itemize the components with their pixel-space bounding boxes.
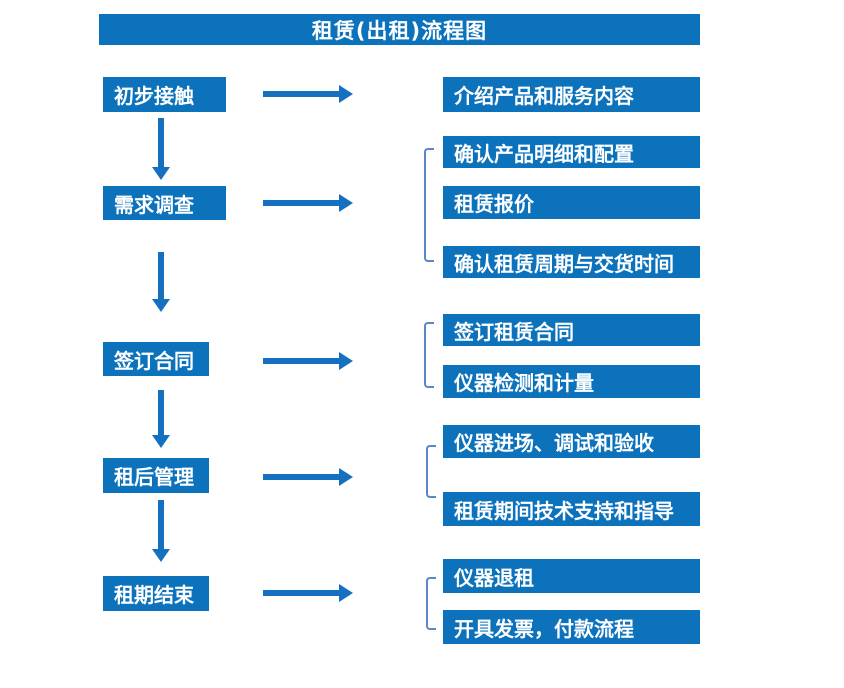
down-arrow-4 [152, 500, 170, 562]
output-box-introduce-products: 介绍产品和服务内容 [443, 77, 700, 112]
right-arrow-1 [263, 85, 353, 103]
arrow-head [339, 85, 353, 103]
arrow-head [339, 584, 353, 602]
arrow-shaft [263, 200, 341, 206]
output-box-sign-rental-contract: 签订租赁合同 [443, 314, 700, 346]
bracket-demand-survey [424, 148, 434, 262]
output-box-invoice-payment: 开具发票，付款流程 [443, 610, 700, 644]
arrow-shaft [263, 91, 341, 97]
right-arrow-4 [263, 468, 353, 486]
arrow-shaft [158, 252, 164, 301]
output-box-instrument-testing: 仪器检测和计量 [443, 365, 700, 398]
right-arrow-2 [263, 194, 353, 212]
output-box-rental-quote: 租赁报价 [443, 186, 700, 219]
arrow-shaft [263, 474, 341, 480]
arrow-head [339, 194, 353, 212]
down-arrow-1 [152, 118, 170, 180]
stage-box-post-rental-management: 租后管理 [103, 458, 209, 493]
stage-box-sign-contract: 签订合同 [103, 342, 209, 376]
arrow-head [152, 299, 170, 312]
arrow-head [339, 352, 353, 370]
arrow-head [339, 468, 353, 486]
arrow-head [152, 167, 170, 180]
output-box-instrument-arrival: 仪器进场、调试和验收 [443, 425, 700, 458]
output-box-confirm-product-details: 确认产品明细和配置 [443, 136, 700, 168]
bracket-rental-end [426, 577, 436, 630]
bracket-sign-contract [424, 322, 434, 388]
arrow-shaft [263, 358, 341, 364]
stage-box-rental-end: 租期结束 [103, 576, 209, 611]
arrow-shaft [158, 500, 164, 551]
stage-box-initial-contact: 初步接触 [103, 77, 226, 112]
arrow-shaft [263, 590, 341, 596]
down-arrow-3 [152, 390, 170, 448]
flowchart-title-bar: 租赁(出租)流程图 [99, 14, 700, 45]
arrow-shaft [158, 390, 164, 437]
output-box-confirm-rental-period: 确认租赁周期与交货时间 [443, 246, 700, 278]
flowchart-title: 租赁(出租)流程图 [311, 18, 488, 43]
arrow-shaft [158, 118, 164, 169]
output-box-technical-support: 租赁期间技术支持和指导 [443, 492, 700, 526]
arrow-head [152, 435, 170, 448]
down-arrow-2 [152, 252, 170, 312]
right-arrow-5 [263, 584, 353, 602]
right-arrow-3 [263, 352, 353, 370]
stage-box-demand-survey: 需求调查 [103, 186, 226, 220]
arrow-head [152, 549, 170, 562]
output-box-instrument-return: 仪器退租 [443, 559, 700, 593]
bracket-post-rental [426, 445, 436, 498]
